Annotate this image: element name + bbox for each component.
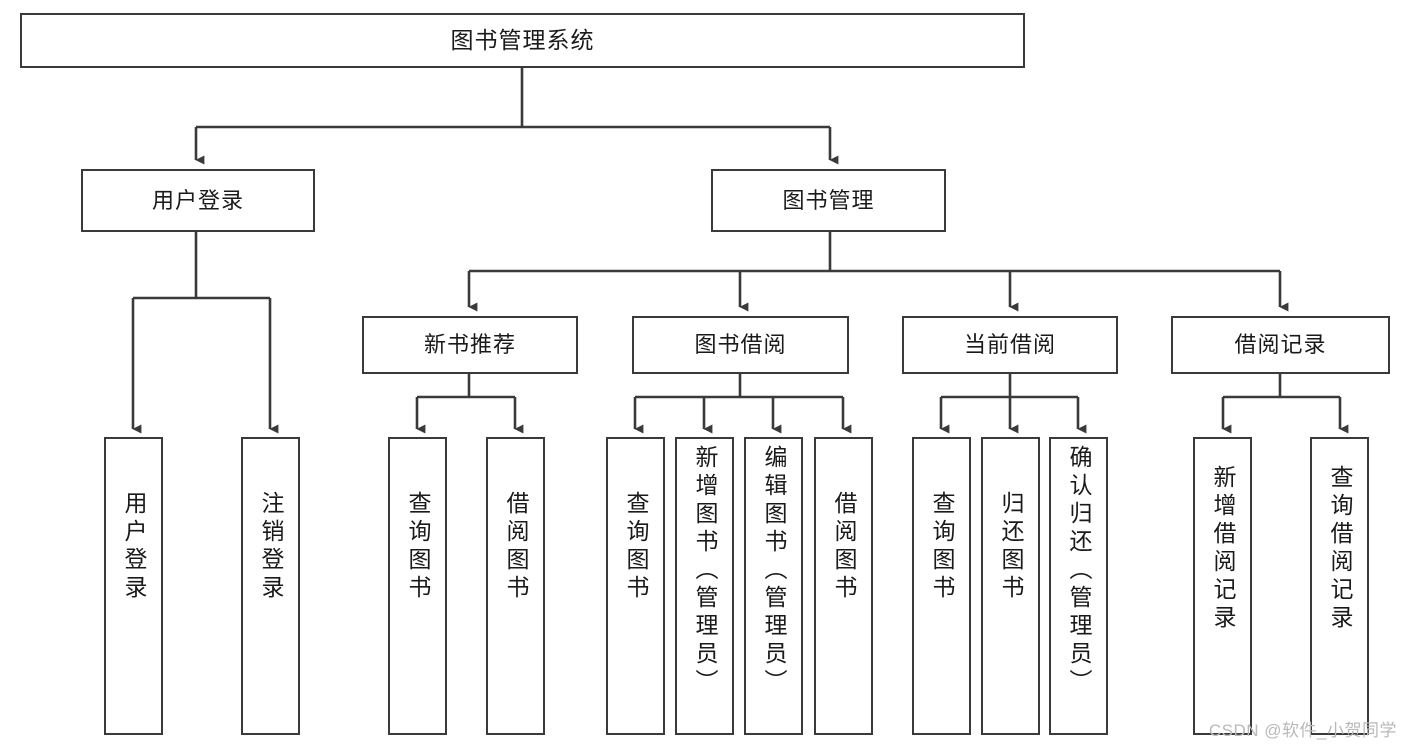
node-leaf-query-record[interactable]: 查询借阅记录 [1310, 437, 1369, 735]
node-label: 用户登录 [151, 187, 244, 213]
node-label: 图书借阅 [694, 332, 787, 358]
node-leaf-return-book[interactable]: 归还图书 [981, 437, 1040, 735]
node-label: 注销登录 [258, 491, 284, 603]
node-label: 新增借阅记录 [1210, 465, 1236, 633]
node-label: 编辑图书（管理员） [761, 445, 787, 697]
csdn-watermark: CSDN @软件_小贺同学 [1208, 721, 1397, 740]
node-label: 借阅图书 [503, 491, 529, 603]
node-label: 查询图书 [405, 491, 431, 603]
node-label: 查询图书 [929, 491, 955, 603]
node-leaf-query-book-1[interactable]: 查询图书 [388, 437, 447, 735]
node-label: 查询图书 [623, 491, 649, 603]
node-leaf-user-login[interactable]: 用户登录 [104, 437, 163, 735]
node-leaf-add-book[interactable]: 新增图书（管理员） [675, 437, 734, 735]
node-leaf-confirm-return[interactable]: 确认归还（管理员） [1049, 437, 1108, 735]
node-leaf-borrow-book-2[interactable]: 借阅图书 [814, 437, 873, 735]
node-label: 图书管理 [782, 187, 875, 213]
node-label: 新增图书（管理员） [692, 445, 718, 697]
node-leaf-edit-book[interactable]: 编辑图书（管理员） [744, 437, 803, 735]
node-leaf-borrow-book-1[interactable]: 借阅图书 [486, 437, 545, 735]
node-label: 确认归还（管理员） [1066, 445, 1092, 697]
node-root-book-management-system[interactable]: 图书管理系统 [20, 13, 1025, 68]
node-label: 图书管理系统 [450, 27, 595, 54]
node-label: 用户登录 [121, 491, 147, 603]
node-leaf-query-book-2[interactable]: 查询图书 [606, 437, 665, 735]
node-current-borrow[interactable]: 当前借阅 [902, 316, 1118, 374]
node-book-management[interactable]: 图书管理 [711, 169, 946, 232]
node-label: 新书推荐 [423, 332, 516, 358]
node-user-login[interactable]: 用户登录 [81, 169, 315, 232]
node-label: 借阅图书 [831, 491, 857, 603]
node-borrow-record[interactable]: 借阅记录 [1171, 316, 1390, 374]
node-label: 当前借阅 [963, 332, 1056, 358]
node-new-book-recommend[interactable]: 新书推荐 [362, 316, 578, 374]
node-leaf-query-book-3[interactable]: 查询图书 [912, 437, 971, 735]
node-leaf-add-record[interactable]: 新增借阅记录 [1193, 437, 1252, 735]
node-book-borrow[interactable]: 图书借阅 [632, 316, 849, 374]
node-label: 归还图书 [998, 491, 1024, 603]
node-label: 借阅记录 [1234, 332, 1327, 358]
node-label: 查询借阅记录 [1327, 465, 1353, 633]
node-leaf-logout-login[interactable]: 注销登录 [241, 437, 300, 735]
